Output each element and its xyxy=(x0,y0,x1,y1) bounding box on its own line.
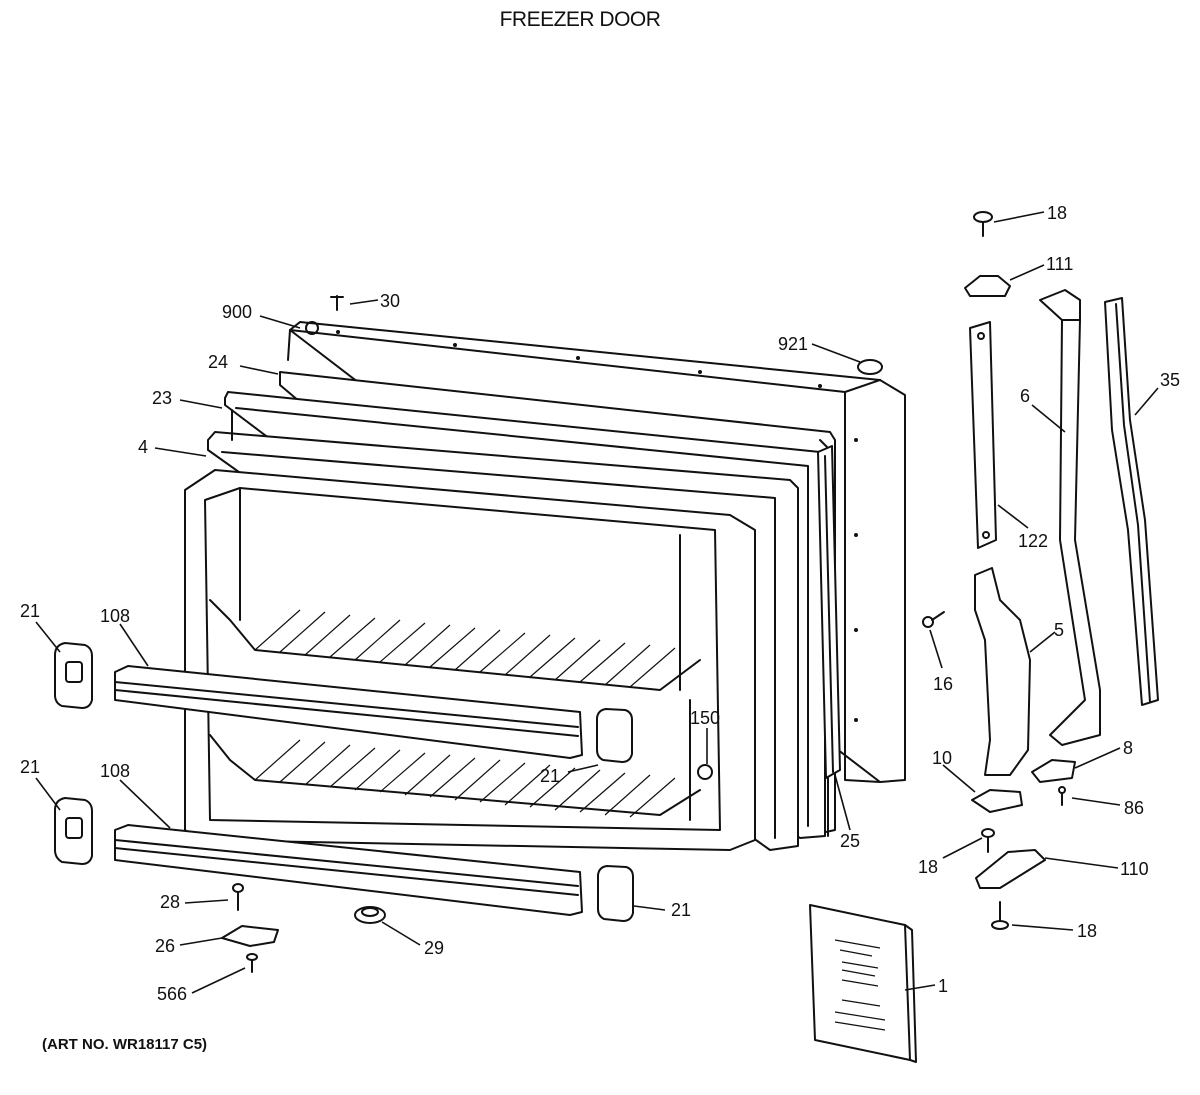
callout-labels: 18 111 30 900 921 24 35 23 6 4 122 21 10… xyxy=(20,203,1180,1004)
callout-26: 26 xyxy=(155,936,175,956)
hinge-strap-122 xyxy=(969,321,997,549)
callout-921: 921 xyxy=(778,334,808,354)
callout-21-d: 21 xyxy=(671,900,691,920)
callout-8: 8 xyxy=(1123,738,1133,758)
callout-30: 30 xyxy=(380,291,400,311)
callout-28: 28 xyxy=(160,892,180,912)
handle-35 xyxy=(1104,297,1159,706)
callout-25: 25 xyxy=(840,831,860,851)
small-hardware xyxy=(221,211,1076,973)
callout-122: 122 xyxy=(1018,531,1048,551)
owners-manual-book xyxy=(809,904,917,1063)
side-gasket-strip xyxy=(817,445,841,779)
callout-566: 566 xyxy=(157,984,187,1004)
callout-21-a: 21 xyxy=(20,601,40,621)
callout-86: 86 xyxy=(1124,798,1144,818)
callout-6: 6 xyxy=(1020,386,1030,406)
callout-1: 1 xyxy=(938,976,948,996)
callout-24: 24 xyxy=(208,352,228,372)
lower-shelf-bar xyxy=(114,824,583,916)
callout-29: 29 xyxy=(424,938,444,958)
callout-35: 35 xyxy=(1160,370,1180,390)
callout-21-b: 21 xyxy=(540,766,560,786)
leader-lines xyxy=(35,211,1159,994)
callout-108-a: 108 xyxy=(100,606,130,626)
callout-23: 23 xyxy=(152,388,172,408)
callout-110: 110 xyxy=(1120,859,1149,879)
callout-5: 5 xyxy=(1054,620,1064,640)
shelf-end-caps xyxy=(54,642,634,922)
callout-18-mid: 18 xyxy=(918,857,938,877)
art-number: (ART NO. WR18117 C5) xyxy=(42,1036,208,1053)
hinge-bracket-6 xyxy=(1039,289,1101,746)
diagram-title: FREEZER DOOR xyxy=(499,8,661,31)
callout-4: 4 xyxy=(138,437,148,457)
callout-111: 111 xyxy=(1046,254,1073,274)
hinge-cover-5 xyxy=(974,567,1031,776)
callout-21-c: 21 xyxy=(20,757,40,777)
callout-150: 150 xyxy=(690,708,720,728)
inner-door-liner xyxy=(184,469,756,851)
callout-900: 900 xyxy=(222,302,252,322)
callout-18-top: 18 xyxy=(1047,203,1067,223)
upper-shelf-bar xyxy=(114,665,583,759)
callout-18-bot: 18 xyxy=(1077,921,1097,941)
callout-10: 10 xyxy=(932,748,952,768)
callout-16: 16 xyxy=(933,674,953,694)
callout-108-b: 108 xyxy=(100,761,130,781)
